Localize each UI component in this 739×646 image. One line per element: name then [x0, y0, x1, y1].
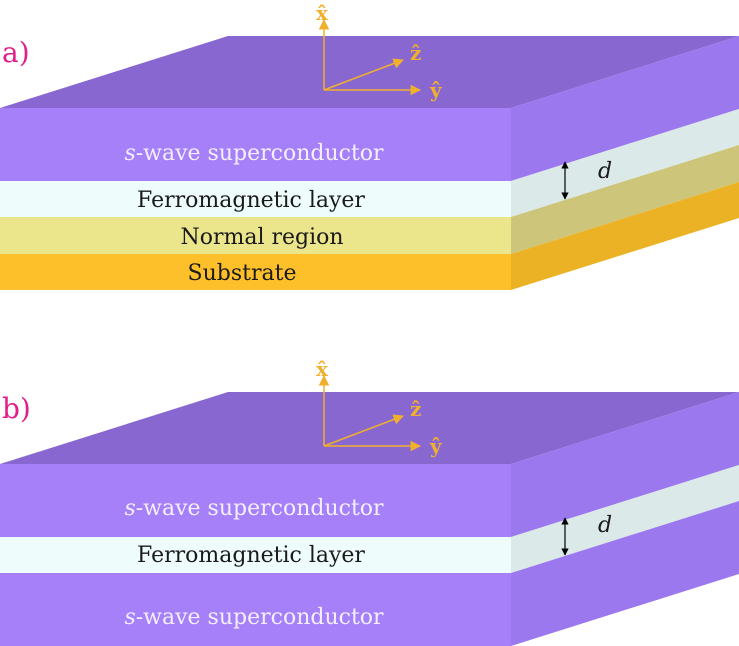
sc-layer-label: s-wave superconductor — [124, 141, 384, 166]
axes-triad: x̂ ŷ ẑ — [316, 357, 443, 458]
panel-a: a) x̂ ŷ ẑ s-wave superconductor Ferromag… — [0, 1, 739, 290]
ferromagnetic-layer-label: Ferromagnetic layer — [137, 543, 365, 568]
x-axis-label: x̂ — [316, 357, 329, 381]
panel-a-label: a) — [2, 36, 30, 69]
ferromagnetic-layer-label: Ferromagnetic layer — [137, 188, 365, 213]
sc-bottom-layer-front — [0, 573, 511, 646]
sc-top-layer-front — [0, 464, 511, 537]
thickness-label: d — [598, 159, 612, 184]
sc-top-layer-label: s-wave superconductor — [124, 496, 384, 521]
sc-bottom-layer-label: s-wave superconductor — [124, 605, 384, 630]
sc-layer-front — [0, 108, 511, 181]
y-axis-label: ŷ — [429, 434, 443, 458]
substrate-front — [0, 254, 511, 290]
axes-triad: x̂ ŷ ẑ — [316, 1, 443, 102]
ferromagnetic-layer-front — [0, 537, 511, 573]
sc-top-layer-side — [511, 392, 739, 537]
ferromagnetic-layer-side — [511, 465, 739, 573]
z-axis-label: ẑ — [410, 41, 421, 65]
y-axis-label: ŷ — [429, 78, 443, 102]
ferromagnetic-layer-side — [511, 109, 739, 217]
normal-region-front — [0, 217, 511, 254]
ferromagnetic-layer-front — [0, 181, 511, 217]
sc-layer-side — [511, 36, 739, 181]
z-axis-label: ẑ — [410, 397, 421, 421]
normal-region-label: Normal region — [180, 225, 343, 250]
panel-b: b) x̂ ŷ ẑ s-wave superconductor Ferromag… — [0, 357, 739, 646]
panel-b-label: b) — [2, 392, 31, 425]
thickness-label: d — [598, 513, 612, 538]
x-axis-label: x̂ — [316, 1, 329, 25]
normal-region-side — [511, 145, 739, 254]
sc-bottom-layer-side — [511, 501, 739, 646]
substrate-label: Substrate — [188, 261, 297, 286]
substrate-side — [511, 182, 739, 290]
